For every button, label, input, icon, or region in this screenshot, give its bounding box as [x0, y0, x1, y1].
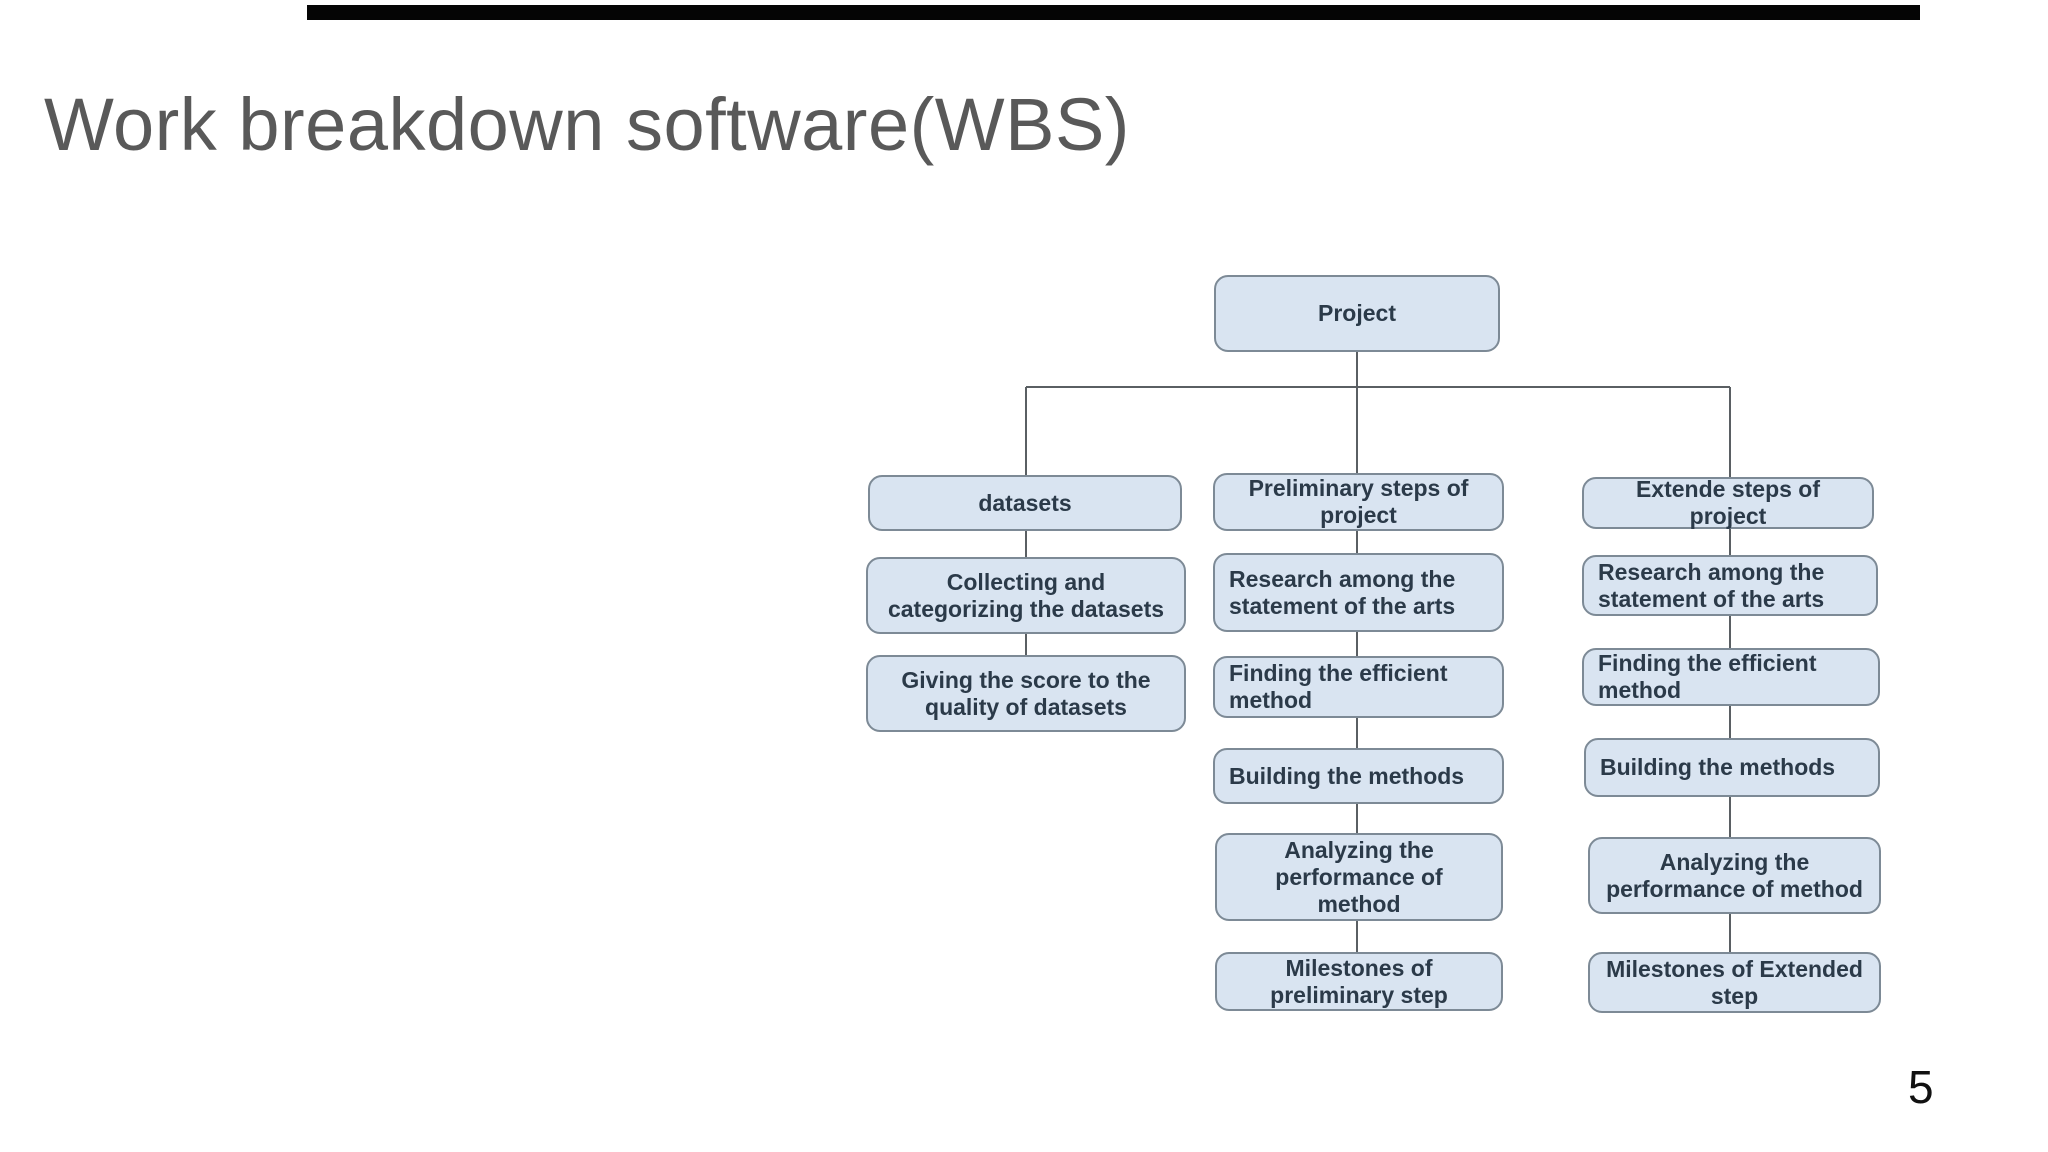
- node-datasets: datasets: [868, 475, 1182, 531]
- node-building-methods-1: Building the methods: [1213, 748, 1504, 804]
- page-number: 5: [1908, 1061, 1934, 1113]
- top-bar: [307, 5, 1920, 20]
- node-research-arts-2: Research among the statement of the arts: [1582, 555, 1878, 616]
- node-collecting-categorizing: Collecting and categorizing the datasets: [866, 557, 1186, 634]
- node-extended-steps: Extende steps of project: [1582, 476, 1874, 529]
- node-finding-method-1: Finding the efficient method: [1213, 656, 1504, 718]
- node-analyzing-performance-1: Analyzing the performance of method: [1215, 833, 1503, 921]
- node-building-methods-2: Building the methods: [1584, 738, 1880, 797]
- node-project: Project: [1214, 275, 1500, 352]
- page-title: Work breakdown software(WBS): [44, 83, 1130, 166]
- node-milestones-preliminary: Milestones of preliminary step: [1215, 952, 1503, 1011]
- node-preliminary-steps: Preliminary steps of project: [1213, 473, 1504, 531]
- node-research-arts-1: Research among the statement of the arts: [1213, 553, 1504, 632]
- node-giving-score: Giving the score to the quality of datas…: [866, 655, 1186, 732]
- node-milestones-extended: Milestones of Extended step: [1588, 952, 1881, 1013]
- node-finding-method-2: Finding the efficient method: [1582, 648, 1880, 706]
- node-analyzing-performance-2: Analyzing the performance of method: [1588, 837, 1881, 914]
